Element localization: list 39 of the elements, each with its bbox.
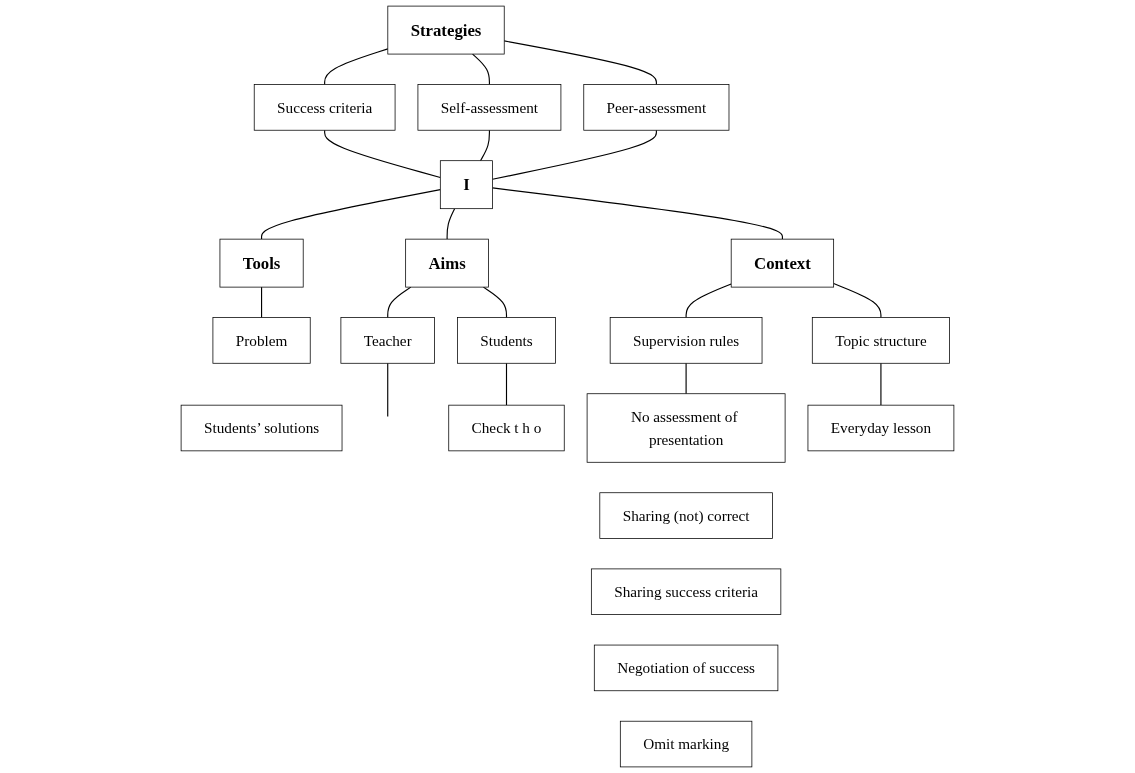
node-box: Teacher — [340, 317, 435, 364]
node-box: Aims — [405, 238, 489, 288]
connector — [685, 362, 687, 395]
connector — [387, 286, 412, 319]
node-box: Context — [730, 238, 835, 288]
connector — [685, 283, 732, 319]
node-box: Supervision rules — [609, 317, 763, 364]
connector — [261, 189, 441, 240]
node-box: Sharing success criteria — [590, 568, 782, 615]
node-box: Sharing (not) correct — [599, 492, 773, 539]
connector — [479, 129, 490, 162]
node-box: Check t h o — [448, 404, 565, 452]
connector — [261, 286, 263, 319]
node-box: Success criteria — [253, 84, 396, 131]
connector — [491, 129, 657, 180]
connector — [482, 286, 508, 319]
connector — [833, 282, 882, 319]
connector — [505, 362, 508, 406]
connector — [880, 362, 882, 406]
node-box: Everyday lesson — [807, 404, 955, 452]
node-box: Negotiation of success — [593, 644, 779, 692]
node-box: Self-assessment — [417, 84, 562, 131]
node-box: Students’ solutions — [180, 404, 343, 452]
node-box: Problem — [212, 317, 311, 364]
node-box: No assessment of presentation — [586, 393, 786, 463]
connector — [324, 48, 389, 86]
node-box: Strategies — [387, 5, 505, 55]
connector — [491, 187, 783, 240]
node-box: Peer-assessment — [583, 84, 730, 131]
connector — [324, 129, 441, 179]
node-box: Students — [457, 317, 556, 364]
connector — [446, 208, 456, 240]
connector — [503, 40, 657, 86]
node-box: Topic structure — [811, 317, 950, 364]
node-box: Tools — [219, 238, 304, 288]
connector — [387, 362, 389, 418]
connector — [472, 53, 490, 86]
node-box: Omit marking — [619, 720, 753, 768]
node-box: I — [439, 160, 493, 210]
